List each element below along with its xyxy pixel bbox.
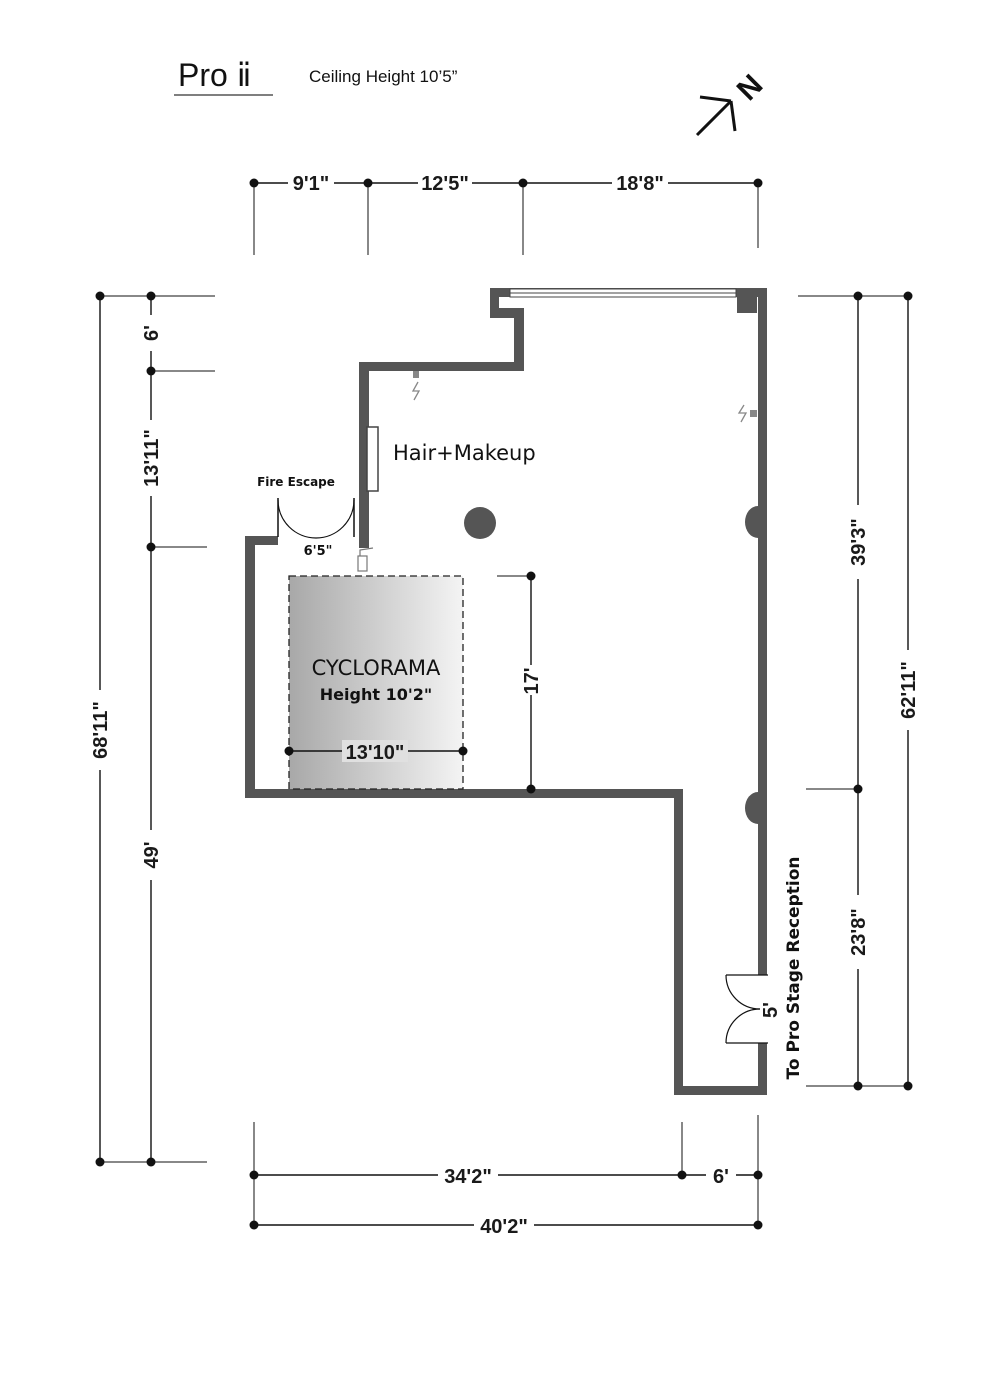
pillar (745, 792, 758, 824)
power-outlet-icon (737, 404, 757, 423)
dim-left-total: 68'11" (90, 701, 112, 759)
fire-escape-width: 6'5" (304, 544, 333, 559)
fire-escape-label: Fire Escape (257, 475, 335, 489)
cyclorama-title: CYCLORAMA (312, 656, 441, 680)
dim-left-1: 6' (141, 325, 163, 341)
bottom-dimensions: 34'2" 6' 40'2" (249, 1115, 763, 1238)
cyclorama-height: Height 10'2" (320, 685, 432, 704)
dim-right-2: 23'8" (848, 908, 870, 956)
dim-top-1: 9'1" (293, 173, 329, 195)
ceiling-height: Ceiling Height 10’5” (309, 67, 458, 86)
left-dimensions: 68'11" 6' 13'11" 49' (88, 291, 215, 1167)
dim-top-2: 12'5" (421, 173, 469, 195)
dim-left-2: 13'11" (141, 429, 163, 487)
dim-right-1: 39'3" (848, 518, 870, 566)
door-width: 5' (760, 1002, 782, 1018)
right-dimensions: 39'3" 23'8" 62'11" (798, 291, 920, 1091)
hair-makeup-label: Hair+Makeup (393, 441, 536, 465)
fire-escape-door (277, 498, 355, 539)
dim-bottom-total: 40'2" (480, 1216, 528, 1238)
cyclorama-depth: 17' (521, 667, 543, 694)
north-arrow-icon: N (695, 68, 770, 137)
power-outlet-icon (411, 371, 421, 401)
cyclorama-width: 13'10" (346, 742, 405, 764)
reception-door (725, 974, 768, 1044)
mirror (366, 426, 379, 492)
column (464, 507, 496, 539)
pillar (745, 506, 758, 538)
cyclorama-depth-dimension: 17' (497, 571, 543, 794)
dim-top-3: 18'8" (616, 173, 664, 195)
reception-label: To Pro Stage Reception (784, 857, 804, 1080)
fire-extinguisher-icon (357, 547, 374, 572)
dim-bottom-2: 6' (713, 1166, 729, 1188)
dim-bottom-1: 34'2" (444, 1166, 492, 1188)
north-label: N (731, 68, 770, 107)
top-dimensions: 9'1" 12'5" 18'8" (249, 171, 763, 255)
cyclorama-width-dimension: 13'10" (284, 740, 468, 764)
dim-right-total: 62'11" (898, 661, 920, 719)
dim-left-3: 49' (141, 841, 163, 868)
plan-title: Pro ⅱ (178, 57, 251, 93)
